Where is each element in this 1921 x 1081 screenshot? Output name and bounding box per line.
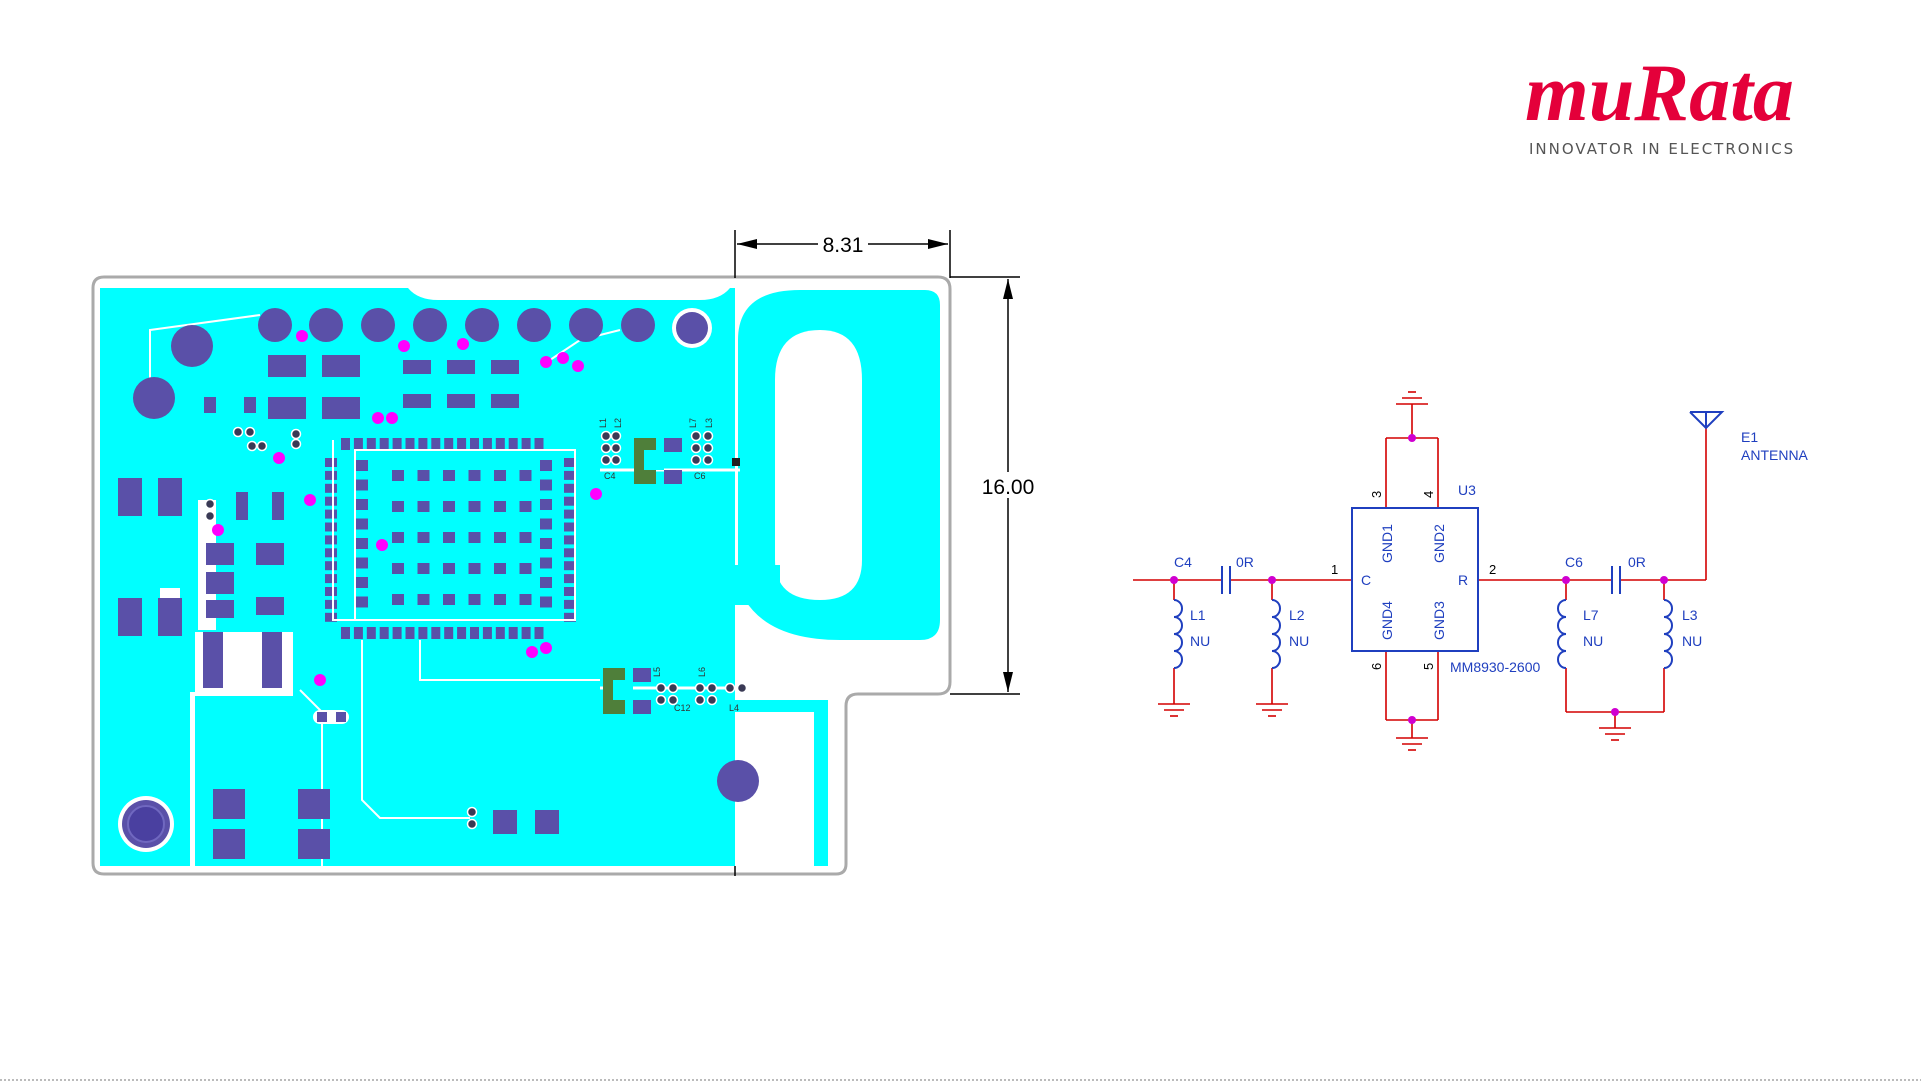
ground-icon (1599, 728, 1631, 740)
silk-c12: C12 (674, 703, 691, 713)
junction-dots (1170, 434, 1668, 724)
u3-pin-1: 1 (1331, 562, 1338, 577)
u3-gnd3-label: GND3 (1431, 601, 1447, 640)
u3-pin-4: 4 (1421, 491, 1436, 498)
c6-ref: C6 (1565, 554, 1583, 570)
inductor-l2-symbol (1272, 600, 1280, 668)
c4-ref: C4 (1174, 554, 1192, 570)
l3-value: NU (1682, 633, 1702, 649)
silk-l4: L4 (729, 703, 739, 713)
rf-schematic: C4 0R C6 0R L1 NU L2 NU L7 NU L3 NU U3 M… (1133, 392, 1809, 750)
inductor-l7-symbol (1558, 600, 1566, 668)
inductor-l3-symbol (1664, 600, 1672, 668)
capacitor-c6-symbol (1612, 566, 1620, 594)
l1-value: NU (1190, 633, 1210, 649)
e1-name: ANTENNA (1741, 447, 1809, 463)
height-dimension-label: 16.00 (982, 476, 1035, 499)
ground-icon (1396, 738, 1428, 750)
u3-ref: U3 (1458, 482, 1476, 498)
ground-icon (1396, 392, 1428, 404)
c4-value: 0R (1236, 554, 1254, 570)
brand-wordmark: muRata (1525, 47, 1794, 138)
width-dimension-label: 8.31 (823, 234, 864, 257)
u3-gnd1-label: GND1 (1379, 524, 1395, 563)
capacitor-c4-symbol (1222, 566, 1230, 594)
l2-value: NU (1289, 633, 1309, 649)
u3-pin-6: 6 (1369, 663, 1384, 670)
u3-pin-3: 3 (1369, 491, 1384, 498)
silk-l5: L5 (652, 667, 662, 677)
copper-pour (100, 288, 735, 866)
ground-icon (1158, 704, 1190, 716)
silk-c6: C6 (694, 471, 706, 481)
pcb-layout: L1 L2 L7 L3 C4 C6 L5 L6 C12 L4 (93, 230, 1040, 876)
silk-l6: L6 (697, 667, 707, 677)
u3-part-number: MM8930-2600 (1450, 659, 1540, 675)
silk-l7: L7 (688, 418, 698, 428)
silk-l3: L3 (704, 418, 714, 428)
murata-logo: muRata INNOVATOR IN ELECTRONICS (1525, 47, 1795, 158)
silk-l1: L1 (598, 418, 608, 428)
brand-tagline: INNOVATOR IN ELECTRONICS (1529, 140, 1795, 158)
silk-c4: C4 (604, 471, 616, 481)
u3-gnd2-label: GND2 (1431, 524, 1447, 563)
l2-ref: L2 (1289, 607, 1305, 623)
l1-ref: L1 (1190, 607, 1206, 623)
l7-ref: L7 (1583, 607, 1599, 623)
c6-value: 0R (1628, 554, 1646, 570)
l3-ref: L3 (1682, 607, 1698, 623)
ground-symbols (1158, 392, 1631, 750)
l7-value: NU (1583, 633, 1603, 649)
u3-pin-c-label: C (1361, 572, 1371, 588)
e1-ref: E1 (1741, 429, 1758, 445)
ground-icon (1256, 704, 1288, 716)
u3-pin-r-label: R (1458, 572, 1468, 588)
antenna-icon (1690, 412, 1722, 428)
inductor-l1-symbol (1174, 600, 1182, 668)
u3-gnd4-label: GND4 (1379, 601, 1395, 640)
u3-pin-5: 5 (1421, 663, 1436, 670)
u3-pin-2: 2 (1489, 562, 1496, 577)
silk-l2: L2 (613, 418, 623, 428)
